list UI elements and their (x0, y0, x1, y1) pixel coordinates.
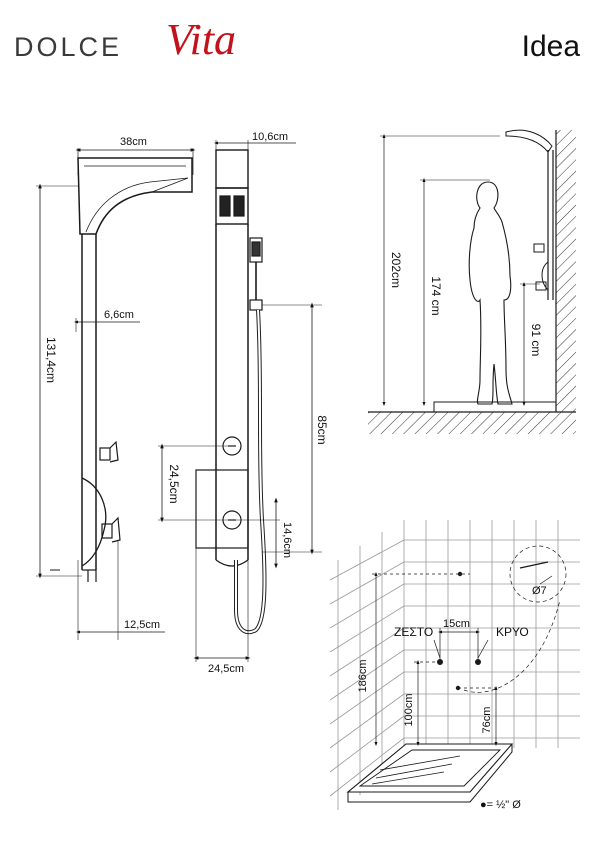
hot-label: ΖΕΣΤΟ (394, 625, 433, 639)
front-hand-height-label: 85cm (315, 415, 329, 444)
front-width-label: 10,6cm (252, 131, 288, 143)
side-base-label: 12,5cm (124, 619, 160, 631)
height-low-label: 76cm (481, 707, 493, 734)
front-base-width-label: 24,5cm (208, 663, 244, 675)
front-lower-offset-label: 14,6cm (281, 522, 293, 558)
height-top-label: 186cm (357, 659, 369, 692)
front-valve-spacing-label: 24,5cm (167, 464, 181, 503)
side-depth-label: 6,6cm (104, 309, 134, 321)
side-view (36, 148, 196, 640)
tile-grid (329, 520, 580, 810)
brand-name-part1: DOLCE (14, 32, 123, 62)
person-total-height-label: 202cm (389, 252, 403, 288)
person-view (368, 129, 576, 434)
pipe-legend: ●= ½" Ø (480, 799, 521, 811)
cold-label: ΚΡΥΟ (496, 625, 529, 639)
side-height-label: 131,4cm (44, 337, 58, 383)
front-view (158, 140, 322, 662)
model-name: Idea (521, 30, 580, 63)
side-width-label: 38cm (120, 136, 147, 148)
height-mid-label: 100cm (403, 693, 415, 726)
spacing-label: 15cm (443, 618, 470, 630)
installation-view (329, 520, 580, 810)
person-height-label: 174 cm (429, 276, 443, 315)
brand-name-part2: Vita (166, 15, 237, 64)
detail-diameter-label: Ø7 (532, 585, 547, 597)
person-handle-height-label: 91 cm (529, 324, 543, 357)
